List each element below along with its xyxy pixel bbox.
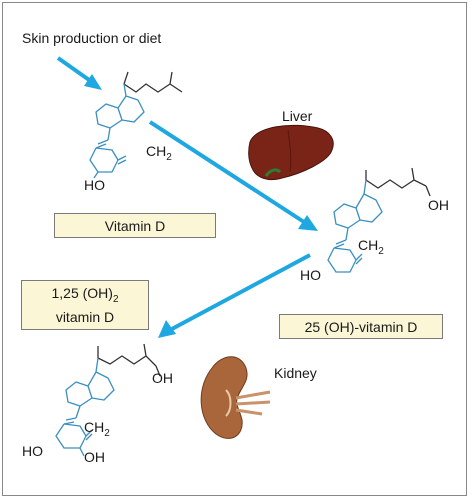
dihydroxy-box-line1: 1,25 (OH)2 [51, 284, 119, 305]
hydroxy25-box: 25 (OH)-vitamin D [279, 314, 443, 339]
kidney-illustration [200, 356, 271, 439]
vitamin-d-ch2: CH2 [146, 143, 172, 163]
dihydroxy-oh-side: OH [152, 370, 173, 386]
source-label: Skin production or diet [22, 30, 162, 46]
vitamin-d-ho: HO [84, 177, 105, 193]
arrow-25oh-to-125oh [158, 253, 311, 338]
kidney-label: Kidney [274, 365, 317, 381]
dihydroxy-ch2: CH2 [84, 419, 110, 439]
vitamin-d-box: Vitamin D [54, 213, 216, 238]
dihydroxy-box-line2: vitamin D [55, 309, 115, 326]
liver-label: Liver [282, 108, 313, 124]
vitamin-d-structure: CH2 HO [84, 71, 183, 193]
vitamin-d-box-label: Vitamin D [104, 217, 166, 234]
dihydroxy-oh-ring: OH [84, 449, 105, 465]
arrow-source-to-vitamin-d [56, 56, 102, 90]
hydroxy25-structure: OH CH2 HO [300, 167, 449, 283]
hydroxy25-oh: OH [428, 197, 449, 213]
arrow-vitamin-d-to-25oh [148, 120, 318, 231]
dihydroxy-structure: OH CH2 HO OH [22, 343, 173, 465]
hydroxy25-box-label: 25 (OH)-vitamin D [304, 318, 418, 335]
hydroxy25-ch2: CH2 [358, 237, 384, 257]
liver-illustration [248, 124, 334, 181]
hydroxy25-ho: HO [300, 267, 321, 283]
dihydroxy-box: 1,25 (OH)2 vitamin D [21, 280, 149, 330]
dihydroxy-ho: HO [22, 443, 43, 459]
